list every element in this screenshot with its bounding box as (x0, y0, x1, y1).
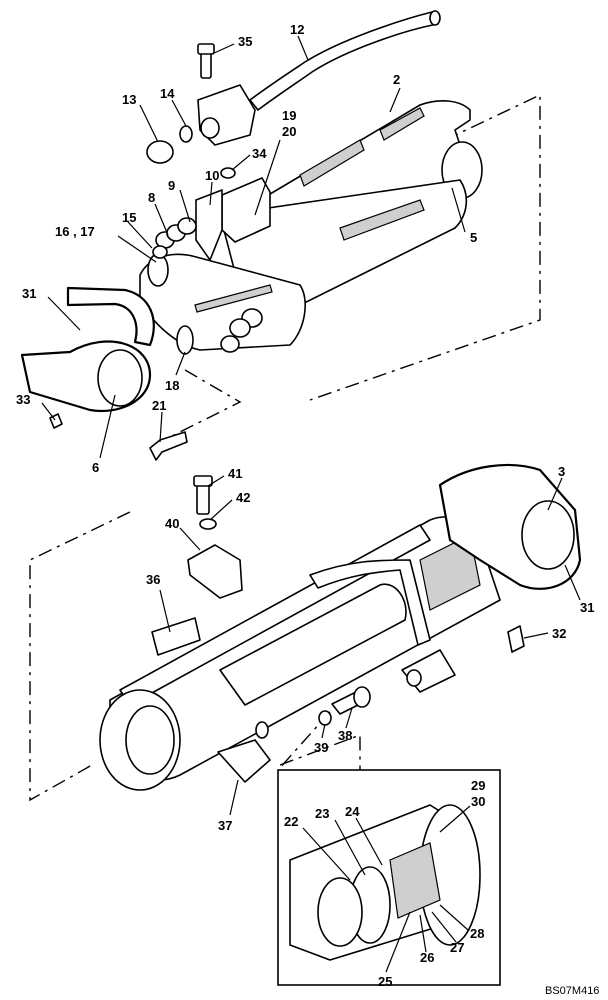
pipe-12 (249, 11, 439, 111)
callout-23: 23 (315, 806, 329, 821)
nut-stack (152, 217, 197, 259)
callout-3: 3 (558, 464, 565, 479)
head-ring-18 (176, 325, 194, 355)
callout-25: 25 (378, 974, 392, 989)
callout-36: 36 (146, 572, 160, 587)
callout-38: 38 (338, 728, 352, 743)
clamp-37 (217, 739, 271, 783)
callout-2: 2 (393, 72, 400, 87)
plug-13 (146, 140, 174, 164)
callout-31-upper: 31 (22, 286, 36, 301)
callout-41: 41 (228, 466, 242, 481)
leader-lines (41, 35, 581, 973)
callout-26: 26 (420, 950, 434, 965)
rod-eye-upper-31 (66, 286, 155, 347)
callout-21: 21 (152, 398, 166, 413)
washer-39 (318, 710, 332, 726)
callout-31-lower: 31 (580, 600, 594, 615)
o-ring-14 (179, 125, 193, 143)
lower-dash-frame (29, 511, 131, 802)
callout-24: 24 (345, 804, 360, 819)
bolt-35-head (197, 43, 215, 55)
callout-20: 20 (282, 124, 296, 139)
port-block-top (195, 189, 223, 261)
callout-32: 32 (552, 626, 566, 641)
lower-tube-bore (125, 705, 175, 775)
lower-assembly (29, 463, 582, 802)
detail-threads (389, 842, 441, 919)
bolt-21 (149, 431, 188, 461)
bolt-41-head (193, 475, 213, 487)
callout-22: 22 (284, 814, 298, 829)
callout-16-17: 16 , 17 (55, 224, 95, 239)
callout-9: 9 (168, 178, 175, 193)
detail-bore (317, 877, 363, 947)
callout-labels: 35 12 13 14 2 19 20 34 10 9 8 15 16 , 17… (16, 22, 594, 989)
callout-37: 37 (218, 818, 232, 833)
callout-33: 33 (16, 392, 30, 407)
block-40 (187, 544, 243, 599)
callout-29: 29 (471, 778, 485, 793)
detail-inset (277, 769, 501, 986)
lower-dash-frame-2 (279, 733, 361, 770)
callout-5: 5 (470, 230, 477, 245)
head-teeth (194, 284, 273, 313)
pipe-12-end (429, 10, 441, 26)
callout-10: 10 (205, 168, 219, 183)
callout-30: 30 (471, 794, 485, 809)
upper-dash-frame-2 (167, 369, 242, 439)
callout-15: 15 (122, 210, 136, 225)
o-ring-34 (220, 167, 236, 179)
tube-stripe-3 (339, 199, 425, 241)
callout-12: 12 (290, 22, 304, 37)
callout-28: 28 (470, 926, 484, 941)
pipe-end-bore (406, 669, 422, 687)
callout-14: 14 (160, 86, 175, 101)
callout-6: 6 (92, 460, 99, 475)
callout-8: 8 (148, 190, 155, 205)
tube-stripe-2 (379, 107, 425, 141)
drawing-code: BS07M416 (545, 985, 599, 997)
callout-39: 39 (314, 740, 328, 755)
flange-bore (200, 117, 220, 139)
head-nuts-lower (220, 308, 263, 353)
rod-eye-bore (97, 349, 143, 407)
grease-fitting-32 (507, 625, 525, 653)
callout-19: 19 (282, 108, 296, 123)
callout-27: 27 (450, 940, 464, 955)
inner-piston-rod (219, 583, 407, 706)
washer-42 (199, 518, 217, 530)
callout-34: 34 (252, 146, 267, 161)
callout-18: 18 (165, 378, 179, 393)
oil-pipe (309, 559, 431, 646)
upper-assembly (20, 10, 541, 461)
callout-13: 13 (122, 92, 136, 107)
callout-42: 42 (236, 490, 250, 505)
stud-boss (255, 721, 269, 739)
clamp-36 (151, 617, 201, 656)
callout-40: 40 (165, 516, 179, 531)
callout-35: 35 (238, 34, 252, 49)
clevis-bore-3 (521, 500, 575, 570)
tube-stripe (299, 139, 365, 187)
bolt-38-head (353, 686, 371, 708)
